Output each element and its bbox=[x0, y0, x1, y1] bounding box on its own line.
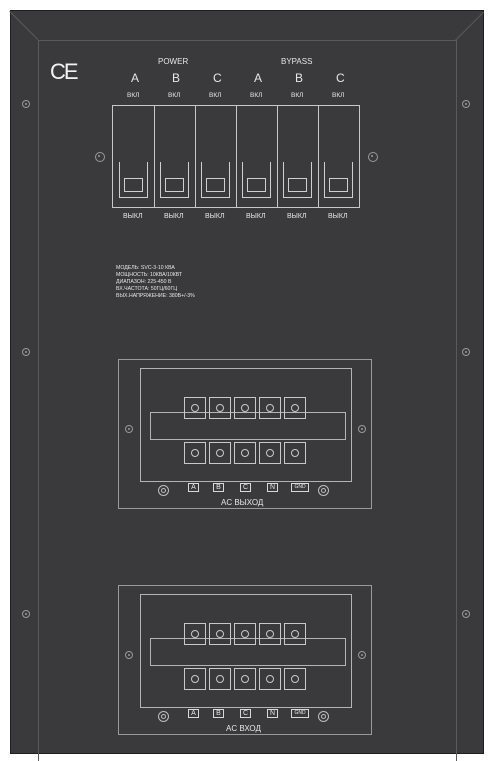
output-terminal-frame bbox=[118, 359, 372, 509]
breaker-switch[interactable] bbox=[277, 106, 319, 207]
screw-icon bbox=[462, 610, 470, 618]
breaker-off-label: ВЫКЛ bbox=[287, 213, 307, 220]
breaker-phase-label: B bbox=[172, 71, 181, 85]
input-terminal-block bbox=[140, 594, 352, 708]
breaker-on-label: ВКЛ bbox=[127, 92, 140, 99]
input-terminal-frame bbox=[118, 585, 372, 735]
input-terminal-screw[interactable] bbox=[209, 623, 231, 645]
spec-plate: МОДЕЛЬ: SVC-3-10 КВА МОЩНОСТЬ: 10КВА/10К… bbox=[116, 265, 195, 300]
input-terminal-screw[interactable] bbox=[234, 668, 256, 690]
output-terminal-screw[interactable] bbox=[184, 397, 206, 419]
terminal-label-n: N bbox=[267, 483, 278, 492]
breaker-panel bbox=[112, 105, 360, 208]
input-terminal-screw[interactable] bbox=[284, 623, 306, 645]
breaker-off-label: ВЫКЛ bbox=[328, 213, 348, 220]
spec-line: ДИАПАЗОН: 225-450 В bbox=[116, 279, 172, 286]
input-terminal-screw[interactable] bbox=[284, 668, 306, 690]
mounting-bolt-icon bbox=[318, 485, 329, 496]
terminal-label-n: N bbox=[267, 709, 278, 718]
breaker-lever[interactable] bbox=[283, 162, 312, 198]
screw-icon bbox=[125, 651, 133, 659]
input-terminal-rail bbox=[150, 638, 346, 666]
terminal-label-a: A bbox=[188, 709, 199, 718]
terminal-label-b: B bbox=[213, 483, 224, 492]
breaker-lever[interactable] bbox=[119, 162, 148, 198]
output-block-title: AC ВЫХОД bbox=[221, 498, 264, 507]
screw-icon bbox=[368, 152, 378, 162]
screw-icon bbox=[462, 348, 470, 356]
breaker-on-label: ВКЛ bbox=[209, 92, 222, 99]
terminal-label-c: C bbox=[240, 483, 251, 492]
power-label: POWER bbox=[158, 57, 189, 66]
spec-line: МОДЕЛЬ: SVC-3-10 КВА bbox=[116, 265, 175, 271]
screw-icon bbox=[95, 152, 105, 162]
breaker-off-label: ВЫКЛ bbox=[246, 213, 266, 220]
breaker-switch[interactable] bbox=[113, 106, 155, 207]
breaker-off-label: ВЫКЛ bbox=[205, 213, 225, 220]
output-terminal-screw[interactable] bbox=[284, 397, 306, 419]
breaker-switch[interactable] bbox=[154, 106, 196, 207]
spec-line: МОЩНОСТЬ: 10КВА/10КВТ bbox=[116, 272, 183, 279]
output-terminal-screw[interactable] bbox=[259, 397, 281, 419]
screw-icon bbox=[22, 100, 30, 108]
output-terminal-screw[interactable] bbox=[234, 397, 256, 419]
mounting-bolt-icon bbox=[318, 711, 329, 722]
breaker-off-label: ВЫКЛ bbox=[123, 213, 143, 220]
breaker-lever[interactable] bbox=[242, 162, 271, 198]
output-terminal-screw[interactable] bbox=[234, 442, 256, 464]
breaker-off-label: ВЫКЛ bbox=[164, 213, 184, 220]
breaker-phase-label: C bbox=[336, 71, 345, 85]
breaker-phase-label: C bbox=[213, 71, 222, 85]
breaker-on-label: ВКЛ bbox=[168, 92, 181, 99]
input-terminal-screw[interactable] bbox=[184, 623, 206, 645]
breaker-switch[interactable] bbox=[236, 106, 278, 207]
breaker-lever[interactable] bbox=[324, 162, 353, 198]
input-terminal-screw[interactable] bbox=[209, 668, 231, 690]
breaker-switch[interactable] bbox=[318, 106, 359, 207]
spec-line: ВХ.ЧАСТОТА: 50ГЦ/60ГЦ bbox=[116, 286, 178, 293]
screw-icon bbox=[22, 348, 30, 356]
breaker-on-label: ВКЛ bbox=[291, 92, 304, 99]
breaker-on-label: ВКЛ bbox=[332, 92, 345, 99]
breaker-phase-label: B bbox=[295, 71, 304, 85]
output-terminal-rail bbox=[150, 412, 346, 440]
output-terminal-block bbox=[140, 368, 352, 482]
ce-mark: CE bbox=[50, 59, 79, 84]
screw-icon bbox=[462, 100, 470, 108]
input-terminal-screw[interactable] bbox=[234, 623, 256, 645]
mounting-bolt-icon bbox=[158, 711, 169, 722]
terminal-label-b: B bbox=[213, 709, 224, 718]
terminal-label-gnd: GND bbox=[291, 709, 309, 718]
mounting-bolt-icon bbox=[158, 485, 169, 496]
breaker-phase-label: A bbox=[254, 71, 263, 85]
screw-icon bbox=[358, 651, 366, 659]
screw-icon bbox=[22, 610, 30, 618]
input-terminal-screw[interactable] bbox=[184, 668, 206, 690]
input-block-title: AC ВХОД bbox=[226, 724, 261, 733]
input-terminal-screw[interactable] bbox=[259, 668, 281, 690]
bypass-label: BYPASS bbox=[281, 57, 313, 66]
input-terminal-screw[interactable] bbox=[259, 623, 281, 645]
breaker-switch[interactable] bbox=[195, 106, 237, 207]
output-terminal-screw[interactable] bbox=[259, 442, 281, 464]
breaker-phase-label: A bbox=[131, 71, 140, 85]
terminal-label-a: A bbox=[188, 483, 199, 492]
screw-icon bbox=[125, 425, 133, 433]
output-terminal-screw[interactable] bbox=[209, 442, 231, 464]
terminal-label-gnd: GND bbox=[291, 483, 309, 492]
breaker-lever[interactable] bbox=[160, 162, 189, 198]
breaker-lever[interactable] bbox=[201, 162, 230, 198]
output-terminal-screw[interactable] bbox=[184, 442, 206, 464]
output-terminal-screw[interactable] bbox=[209, 397, 231, 419]
panel-inner-frame bbox=[38, 40, 457, 761]
output-terminal-screw[interactable] bbox=[284, 442, 306, 464]
breaker-on-label: ВКЛ bbox=[250, 92, 263, 99]
spec-line: ВЫХ.НАПРЯЖЕНИЕ: 380В+/-3% bbox=[116, 293, 195, 300]
terminal-label-c: C bbox=[240, 709, 251, 718]
screw-icon bbox=[358, 425, 366, 433]
